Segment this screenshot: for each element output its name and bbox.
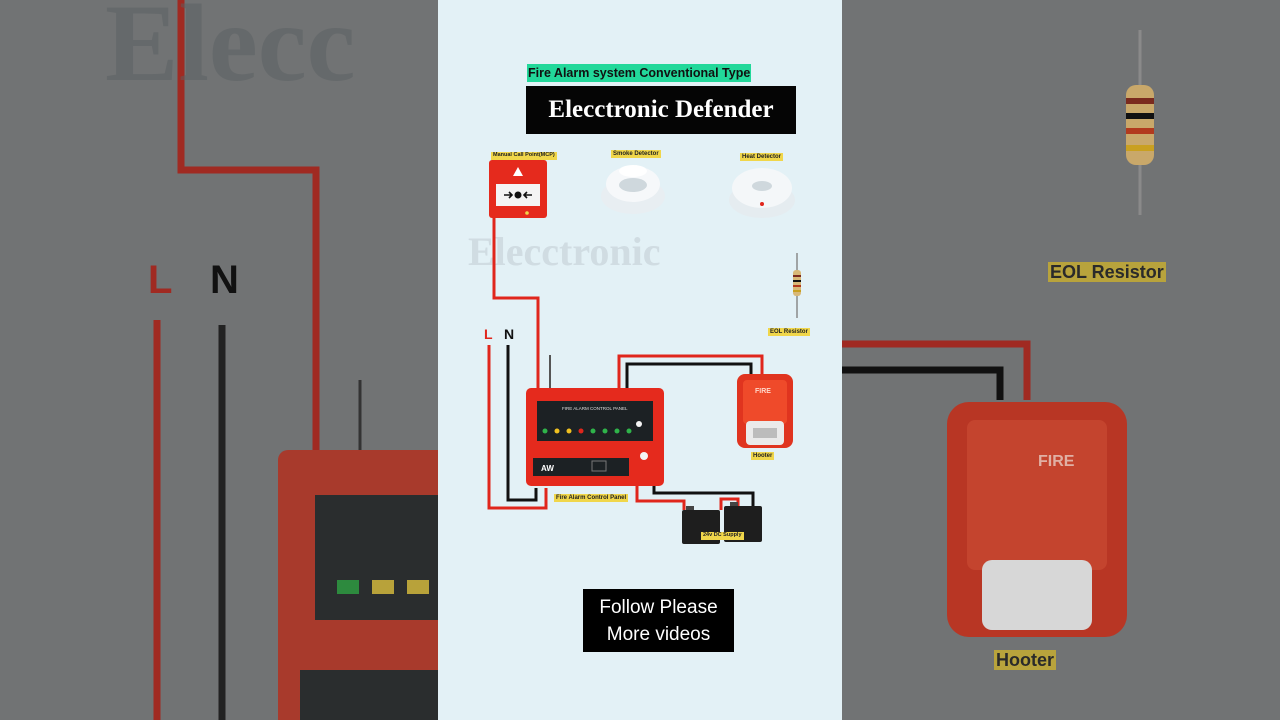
hooter-device bbox=[737, 374, 793, 448]
background-watermark: Elecc bbox=[105, 0, 356, 104]
background-left-wiring bbox=[153, 0, 438, 720]
neutral-label: N bbox=[504, 326, 515, 342]
background-eol-label: EOL Resistor bbox=[1048, 262, 1166, 282]
eol-resistor-label: EOL Resistor bbox=[768, 328, 810, 336]
panel-brand: AW bbox=[541, 464, 554, 473]
hooter-label: Hooter bbox=[751, 452, 775, 460]
background-fire-text: FIRE bbox=[1038, 453, 1075, 470]
control-panel-label: Fire Alarm Control Panel bbox=[554, 494, 629, 502]
smoke-detector-device bbox=[601, 165, 665, 214]
background-l-label: L bbox=[148, 258, 173, 302]
wiring-diagram: AW FIRE ALARM CONTROL PANEL bbox=[487, 160, 801, 544]
battery-red-wire bbox=[635, 486, 686, 510]
hooter-red-wire bbox=[617, 354, 764, 392]
wiring-diagram-panel: Elecctronic Fire Alarm system Convention… bbox=[438, 0, 842, 720]
hooter-fire-text: FIRE bbox=[755, 388, 771, 395]
neutral-wire bbox=[506, 345, 538, 502]
live-label: L bbox=[484, 326, 493, 342]
background-left-blurred: L N Elecc bbox=[0, 0, 438, 720]
background-right-wiring bbox=[842, 30, 1154, 637]
mcp-red-wire bbox=[492, 217, 540, 392]
heat-detector-device bbox=[729, 168, 795, 218]
follow-line-1: Follow Please bbox=[599, 596, 718, 618]
follow-banner[interactable]: Follow Please More videos bbox=[583, 589, 734, 652]
heat-detector-label: Heat Detector bbox=[740, 153, 784, 161]
follow-line-2: More videos bbox=[606, 623, 711, 645]
smoke-detector-label: Smoke Detector bbox=[611, 150, 661, 158]
battery-black-wire bbox=[652, 486, 755, 506]
fire-alarm-control-panel: AW FIRE ALARM CONTROL PANEL bbox=[526, 388, 664, 486]
background-n-label: N bbox=[210, 258, 239, 302]
panel-title: FIRE ALARM CONTROL PANEL bbox=[562, 406, 628, 411]
background-right-blurred: FIRE EOL Resistor Hooter bbox=[842, 0, 1280, 720]
page-title: Elecctronic Defender bbox=[526, 86, 796, 134]
panel-leds bbox=[542, 421, 642, 434]
subtitle-tag: Fire Alarm system Conventional Type bbox=[527, 64, 752, 82]
mcp-device bbox=[489, 160, 547, 218]
live-wire bbox=[487, 345, 548, 510]
background-hooter-label: Hooter bbox=[994, 650, 1056, 670]
mcp-label: Manual Call Point(MCP) bbox=[491, 152, 557, 160]
dc-supply-label: 24v DC Supply bbox=[701, 532, 744, 540]
diagram-watermark: Elecctronic bbox=[468, 229, 661, 274]
hooter-black-wire bbox=[625, 362, 753, 392]
eol-resistor-device bbox=[793, 253, 801, 318]
